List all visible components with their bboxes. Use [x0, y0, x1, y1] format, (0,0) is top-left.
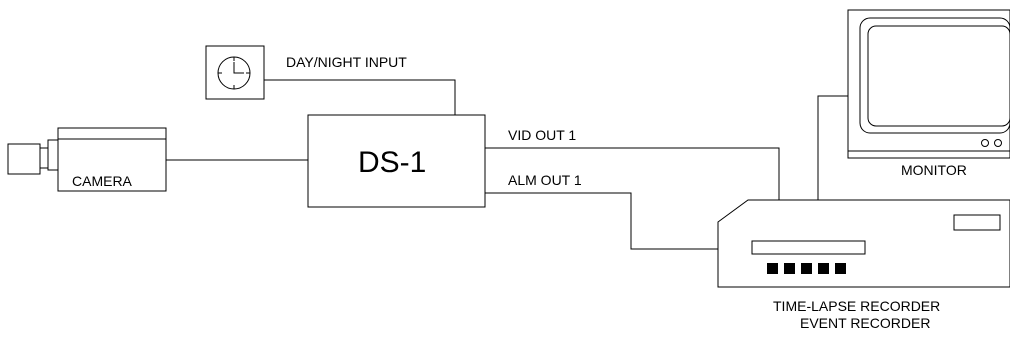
camera-label: CAMERA — [72, 173, 132, 189]
vid-out-1-label: VID OUT 1 — [508, 127, 577, 143]
monitor-knob — [981, 139, 989, 147]
ds-1-switcher-box — [307, 114, 486, 208]
monitor-housing — [847, 9, 1010, 159]
monitor-knob — [994, 139, 1002, 147]
recorder-buttons — [767, 263, 846, 274]
recorder-display — [953, 214, 1001, 231]
ds-1-label: DS-1 — [358, 146, 427, 179]
alarm-output-wire — [485, 192, 718, 250]
camera-lens-ring — [39, 147, 49, 169]
clock-timer-box — [205, 45, 265, 100]
monitor-screen — [867, 25, 1010, 127]
alm-out-1-label: ALM OUT 1 — [508, 172, 582, 188]
recorder-button — [818, 263, 829, 274]
camera-lens — [7, 143, 41, 175]
monitor-video-wire — [817, 95, 848, 200]
clock-timer — [205, 45, 265, 100]
recorder-button — [835, 263, 846, 274]
monitor-label: MONITOR — [901, 162, 967, 178]
recorder-label-line2: EVENT RECORDER — [800, 315, 931, 331]
recorder — [717, 199, 1010, 288]
recorder-label-line1: TIME-LAPSE RECORDER — [773, 298, 941, 314]
recorder-tape-slot — [751, 240, 866, 255]
recorder-button — [767, 263, 778, 274]
day-night-input-wire — [264, 79, 456, 115]
video-output-wire — [485, 147, 780, 200]
camera-mount — [47, 139, 59, 171]
recorder-button — [801, 263, 812, 274]
day-night-input-label: DAY/NIGHT INPUT — [286, 54, 407, 70]
monitor — [847, 9, 1010, 159]
recorder-body — [717, 199, 1010, 288]
monitor-screen-bezel — [859, 17, 1010, 134]
recorder-button — [784, 263, 795, 274]
